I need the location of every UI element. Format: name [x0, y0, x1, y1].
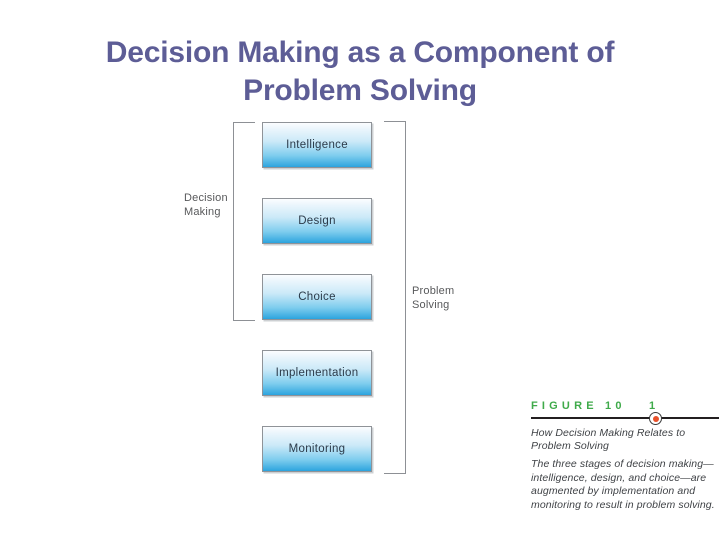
stage-box-label: Implementation: [275, 367, 359, 379]
figure-description: The three stages of decision making—inte…: [531, 458, 715, 511]
figure-heading-row: FIGURE 10 1: [531, 400, 719, 425]
bracket-problem-solving: [384, 121, 406, 474]
stage-box-monitoring: Monitoring: [262, 426, 372, 472]
stage-box-label: Intelligence: [286, 139, 348, 151]
figure-caption-block: FIGURE 10 1 How Decision Making Relates …: [531, 400, 719, 512]
figure-number-label: 1: [649, 400, 656, 412]
page-title: Decision Making as a Component of Proble…: [0, 34, 720, 110]
page-title-line-2: Problem Solving: [243, 74, 477, 107]
stage-box-label: Monitoring: [288, 443, 346, 455]
figure-rule-divider: [531, 417, 719, 420]
stage-box-choice: Choice: [262, 274, 372, 320]
figure-heading-label: FIGURE 10: [531, 400, 626, 412]
page-title-line-1: Decision Making as a Component of: [105, 36, 615, 69]
bracket-label-decision-making: Decision Making: [184, 192, 228, 218]
bracket-decision-making: [233, 122, 255, 321]
bracket-label-problem-solving: Problem Solving: [412, 285, 455, 311]
stage-box-implementation: Implementation: [262, 350, 372, 396]
stage-box-label: Choice: [298, 291, 336, 303]
stage-box-design: Design: [262, 198, 372, 244]
figure-subtitle: How Decision Making Relates to Problem S…: [531, 427, 686, 452]
stage-box-intelligence: Intelligence: [262, 122, 372, 168]
stage-box-label: Design: [298, 215, 336, 227]
figure-dot-icon: [649, 412, 662, 425]
